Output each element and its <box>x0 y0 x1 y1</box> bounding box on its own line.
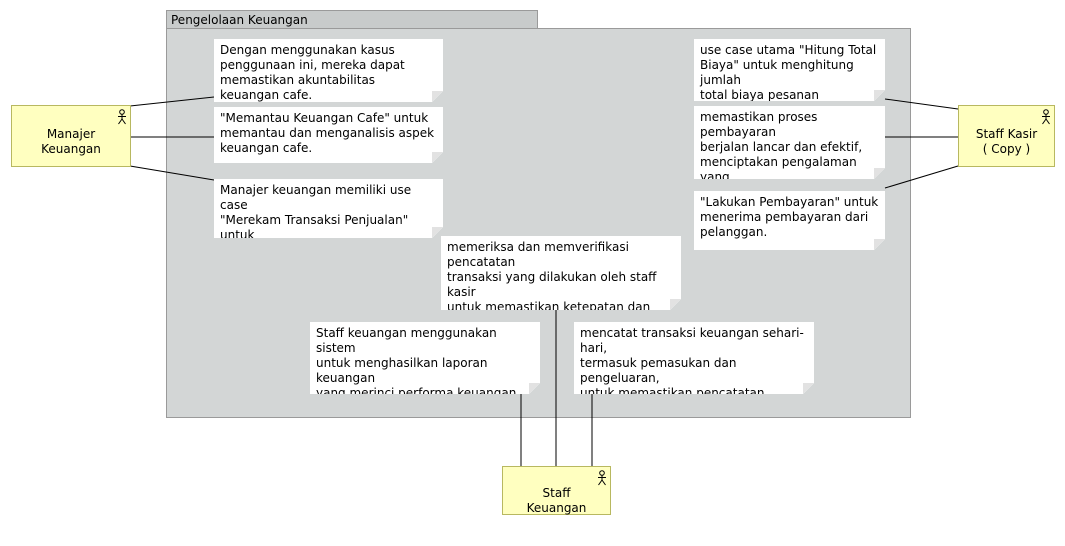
note-memantau-keuangan[interactable]: "Memantau Keuangan Cafe" untuk memantau … <box>214 107 443 163</box>
note-hitung-total-biaya[interactable]: use case utama "Hitung Total Biaya" untu… <box>694 39 885 101</box>
frame-title-tab[interactable]: Pengelolaan Keuangan <box>166 10 538 29</box>
actor-label: Staff Keuangan <box>526 486 587 515</box>
actor-staff-kasir[interactable]: Staff Kasir ( Copy ) <box>958 105 1055 167</box>
note-proses-pembayaran[interactable]: memastikan proses pembayaran berjalan la… <box>694 106 885 179</box>
stick-figure-icon <box>598 470 606 486</box>
actor-label: Staff Kasir ( Copy ) <box>975 127 1038 156</box>
actor-label: Manajer Keuangan <box>41 127 101 156</box>
connector-lines <box>129 96 959 466</box>
connector-kasir-n4 <box>884 98 959 110</box>
connector-manajer-n1 <box>129 96 215 107</box>
note-transaksi-harian[interactable]: mencatat transaksi keuangan sehari-hari,… <box>574 322 814 394</box>
note-lakukan-pembayaran[interactable]: "Lakukan Pembayaran" untuk menerima pemb… <box>694 191 885 250</box>
stick-figure-icon <box>1042 109 1050 125</box>
stick-figure-icon <box>118 109 126 125</box>
actor-manajer-keuangan[interactable]: Manajer Keuangan <box>11 105 131 167</box>
connector-kasir-n6 <box>884 165 959 189</box>
note-verifikasi-pencatatan[interactable]: memeriksa dan memverifikasi pencatatan t… <box>441 236 681 310</box>
actor-staff-keuangan[interactable]: Staff Keuangan <box>502 466 611 515</box>
connector-manajer-n3 <box>129 165 215 181</box>
note-laporan-keuangan[interactable]: Staff keuangan menggunakan sistem untuk … <box>310 322 540 394</box>
note-merekam-transaksi[interactable]: Manajer keuangan memiliki use case "Mere… <box>214 179 443 238</box>
note-akuntabilitas[interactable]: Dengan menggunakan kasus penggunaan ini,… <box>214 39 443 102</box>
frame-title: Pengelolaan Keuangan <box>171 13 308 27</box>
